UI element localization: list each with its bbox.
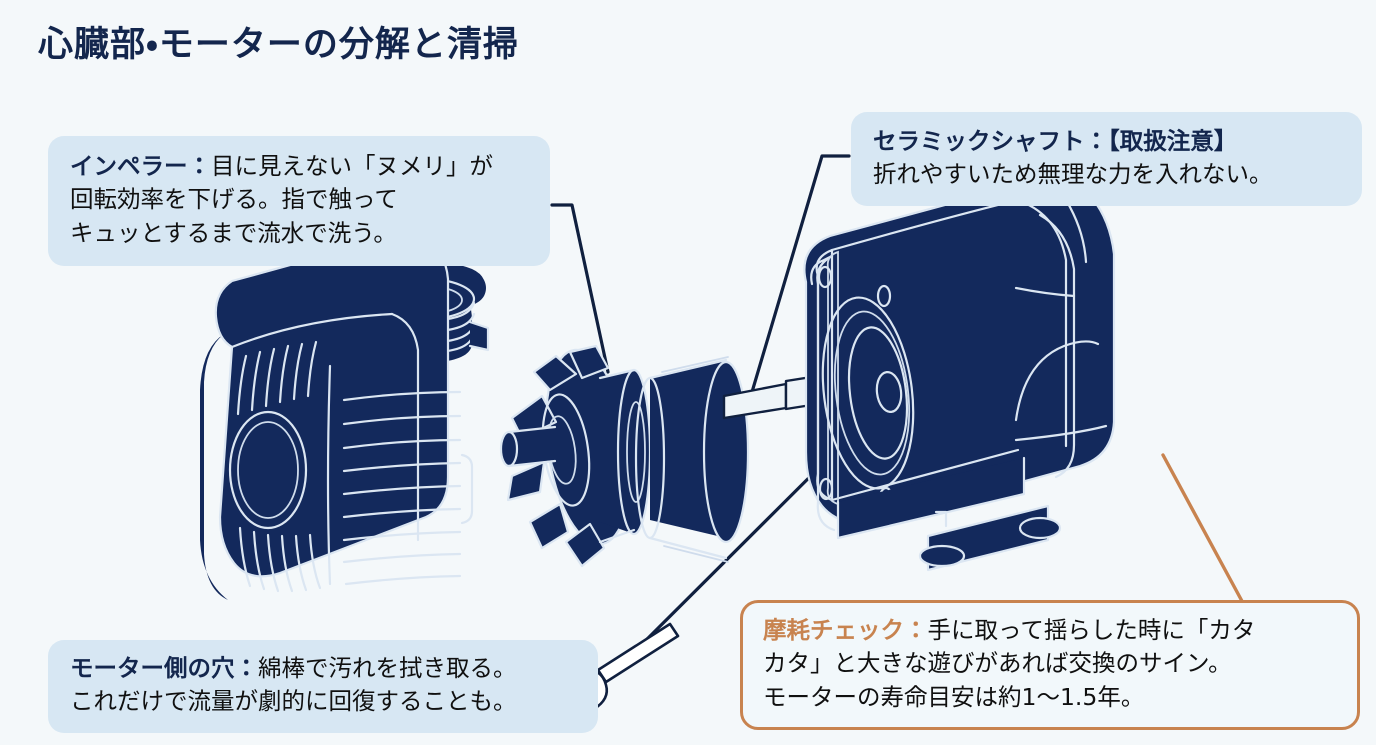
callout-ceramic-shaft-label: セラミックシャフト	[873, 127, 1085, 155]
callout-wear-check-label: 摩耗チェック	[763, 616, 904, 644]
callout-impeller-text-1: 目に見えない「ヌメリ」が	[211, 152, 493, 180]
callout-motor-hole-line-2: これだけで流量が劇的に回復することも。	[70, 687, 517, 716]
leader-line-impeller	[550, 203, 610, 374]
callout-ceramic-shaft: セラミックシャフト：【取扱注意】 折れやすいため無理な力を入れない。	[851, 112, 1362, 206]
leader-line-ceramic-shaft	[750, 154, 851, 394]
callout-ceramic-shaft-separator: ：	[1084, 127, 1109, 155]
callout-impeller-separator: ：	[187, 152, 212, 180]
page-title: 心臓部・モーターの分解と清掃	[38, 25, 519, 65]
callout-motor-hole-line-1: モーター側の穴：綿棒で汚れを拭き取る。	[70, 652, 580, 685]
pump-housing	[200, 233, 490, 600]
impeller-assembly	[499, 344, 750, 568]
callout-wear-check-line-2: カタ」と大きな遊びがあれば交換のサイン。	[763, 649, 1232, 678]
callout-motor-hole: モーター側の穴：綿棒で汚れを拭き取る。 これだけで流量が劇的に回復することも。	[48, 640, 598, 733]
callout-impeller-label: インペラー	[70, 152, 188, 180]
motor-block	[803, 178, 1116, 572]
callout-motor-hole-text-1: 綿棒で汚れを拭き取る。	[258, 654, 517, 682]
callout-impeller-line-2: 回転効率を下げる。指で触って	[70, 185, 398, 214]
callout-motor-hole-separator: ：	[234, 654, 259, 682]
callout-ceramic-shaft-line-2: 折れやすいため無理な力を入れない。	[873, 160, 1273, 189]
callout-wear-check-text-1: 手に取って揺らした時に「カタ	[927, 616, 1256, 644]
callout-impeller: インペラー：目に見えない「ヌメリ」が 回転効率を下げる。指で触って キュッとする…	[48, 136, 550, 267]
leader-line-wear-check	[1161, 453, 1245, 605]
callout-motor-hole-label: モーター側の穴	[70, 654, 235, 682]
callout-ceramic-shaft-text-1: 【取扱注意】	[1108, 127, 1238, 155]
callout-impeller-line-3: キュッとするまで流水で洗う。	[70, 218, 397, 247]
callout-wear-check-line-3: モーターの寿命目安は約1〜1.5年。	[763, 682, 1145, 711]
callout-impeller-line-1: インペラー：目に見えない「ヌメリ」が	[70, 150, 530, 183]
callout-ceramic-shaft-line-1: セラミックシャフト：【取扱注意】	[873, 125, 1344, 158]
callout-wear-check: 摩耗チェック：手に取って揺らした時に「カタ カタ」と大きな遊びがあれば交換のサイ…	[740, 600, 1360, 731]
callout-wear-check-separator: ：	[904, 616, 928, 644]
callout-wear-check-line-1: 摩耗チェック：手に取って揺らした時に「カタ	[763, 614, 1341, 647]
